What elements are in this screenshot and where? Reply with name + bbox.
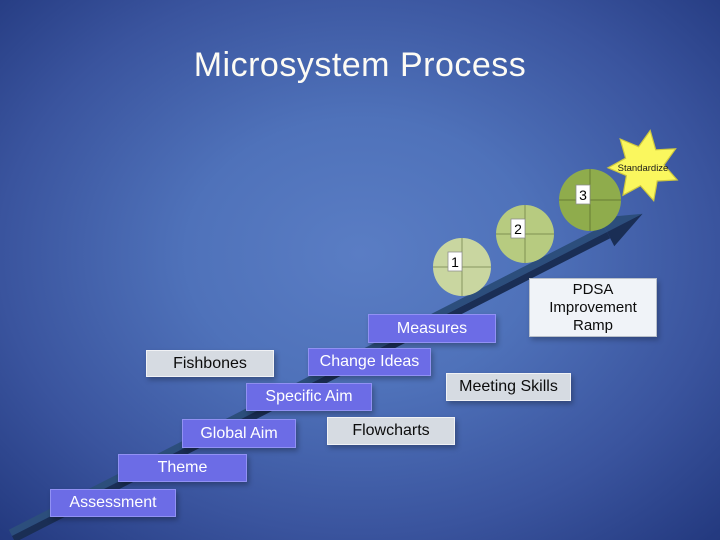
step-box-theme: Theme <box>118 454 247 482</box>
tool-box-flowcharts: Flowcharts <box>327 417 455 445</box>
pdsa-label-line2: Improvement <box>549 299 637 316</box>
step-box-global-aim: Global Aim <box>182 419 296 448</box>
step-box-measures: Measures <box>368 314 496 343</box>
tool-box-fishbones: Fishbones <box>146 350 274 377</box>
cycle-1-number-box <box>447 251 463 272</box>
cycle-1-number: 1 <box>451 254 459 270</box>
pdsa-ramp-label-box: PDSA Improvement Ramp <box>529 278 657 337</box>
pdsa-label-line3: Ramp <box>572 317 613 334</box>
cycle-2-number: 2 <box>514 221 522 237</box>
pdsa-label-line1: PDSA <box>572 281 614 298</box>
star-shape-icon <box>606 129 679 203</box>
step-box-assessment: Assessment <box>50 489 176 517</box>
ramp-arrowhead-bottom <box>607 213 643 247</box>
cycle-2-number-box <box>510 218 526 239</box>
pdsa-cycle-3: 3 <box>559 169 621 231</box>
step-box-change-ideas: Change Ideas <box>308 348 431 376</box>
cycle-3-number-box <box>575 184 591 205</box>
standardize-star: Standardize <box>606 129 679 203</box>
star-label: Standardize <box>618 163 669 174</box>
tool-box-meeting-skills: Meeting Skills <box>446 373 571 401</box>
pdsa-cycle-1: 1 <box>433 238 491 296</box>
step-box-specific-aim: Specific Aim <box>246 383 372 411</box>
slide-title: Microsystem Process <box>193 46 527 84</box>
pdsa-cycle-2: 2 <box>496 205 554 263</box>
cycle-3-number: 3 <box>579 187 587 203</box>
